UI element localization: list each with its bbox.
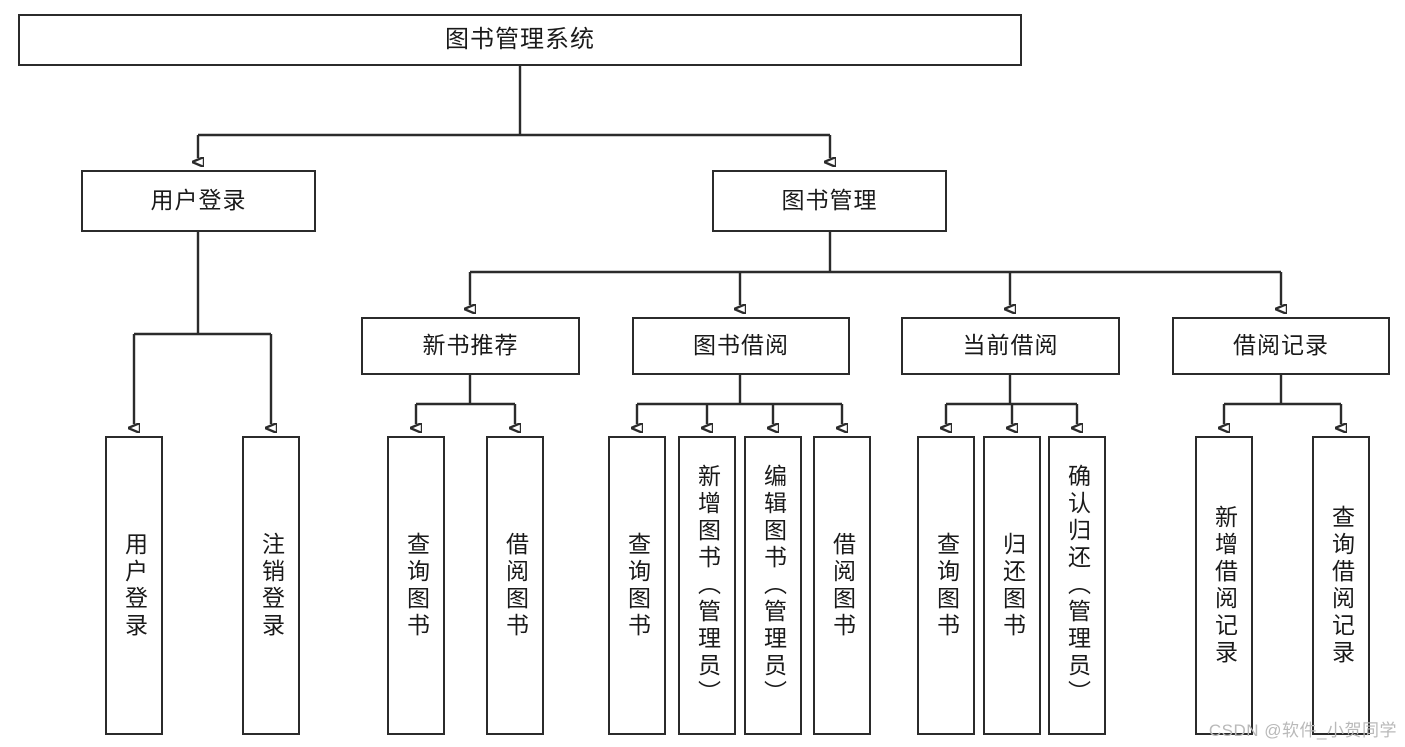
leaf-borrow-add-book-admin[interactable]: 新增图书（管理员） [678, 436, 736, 735]
leaf-current-confirm-return-admin[interactable]: 确认归还（管理员） [1048, 436, 1106, 735]
leaf-borrow-edit-book-admin-label: 编辑图书（管理员） [760, 464, 787, 707]
leaf-borrow-borrow-book[interactable]: 借阅图书 [813, 436, 871, 735]
leaf-recommend-borrow-book-label: 借阅图书 [502, 531, 529, 640]
leaf-record-query-record-label: 查询借阅记录 [1328, 504, 1355, 667]
node-book-borrow[interactable]: 图书借阅 [632, 317, 850, 375]
leaf-borrow-edit-book-admin[interactable]: 编辑图书（管理员） [744, 436, 802, 735]
leaf-record-add-record[interactable]: 新增借阅记录 [1195, 436, 1253, 735]
leaf-borrow-borrow-book-label: 借阅图书 [829, 531, 856, 640]
node-current-borrow[interactable]: 当前借阅 [901, 317, 1120, 375]
leaf-current-return-book[interactable]: 归还图书 [983, 436, 1041, 735]
leaf-recommend-query-book-label: 查询图书 [403, 531, 430, 640]
node-book-management[interactable]: 图书管理 [712, 170, 947, 232]
node-book-management-label: 图书管理 [781, 187, 878, 214]
node-root-label: 图书管理系统 [445, 25, 595, 53]
leaf-user-login-signin[interactable]: 用户登录 [105, 436, 163, 735]
node-current-borrow-label: 当前借阅 [962, 332, 1059, 359]
node-user-login-label: 用户登录 [150, 187, 247, 214]
leaf-current-query-book[interactable]: 查询图书 [917, 436, 975, 735]
node-new-book-recommend-label: 新书推荐 [422, 332, 519, 359]
leaf-recommend-borrow-book[interactable]: 借阅图书 [486, 436, 544, 735]
leaf-record-query-record[interactable]: 查询借阅记录 [1312, 436, 1370, 735]
leaf-user-login-signin-label: 用户登录 [121, 531, 148, 640]
node-borrow-record-label: 借阅记录 [1233, 332, 1329, 359]
leaf-recommend-query-book[interactable]: 查询图书 [387, 436, 445, 735]
leaf-borrow-query-book-label: 查询图书 [624, 531, 651, 640]
node-borrow-record[interactable]: 借阅记录 [1172, 317, 1390, 375]
leaf-borrow-query-book[interactable]: 查询图书 [608, 436, 666, 735]
leaf-current-return-book-label: 归还图书 [999, 531, 1026, 640]
node-new-book-recommend[interactable]: 新书推荐 [361, 317, 580, 375]
leaf-borrow-add-book-admin-label: 新增图书（管理员） [694, 464, 721, 707]
leaf-current-query-book-label: 查询图书 [933, 531, 960, 640]
leaf-current-confirm-return-admin-label: 确认归还（管理员） [1064, 464, 1091, 707]
node-root[interactable]: 图书管理系统 [18, 14, 1022, 66]
node-book-borrow-label: 图书借阅 [693, 332, 789, 359]
leaf-user-login-signout-label: 注销登录 [258, 531, 285, 640]
node-user-login[interactable]: 用户登录 [81, 170, 316, 232]
leaf-user-login-signout[interactable]: 注销登录 [242, 436, 300, 735]
leaf-record-add-record-label: 新增借阅记录 [1211, 504, 1238, 667]
watermark: CSDN @软件_小贺同学 [1208, 721, 1397, 740]
